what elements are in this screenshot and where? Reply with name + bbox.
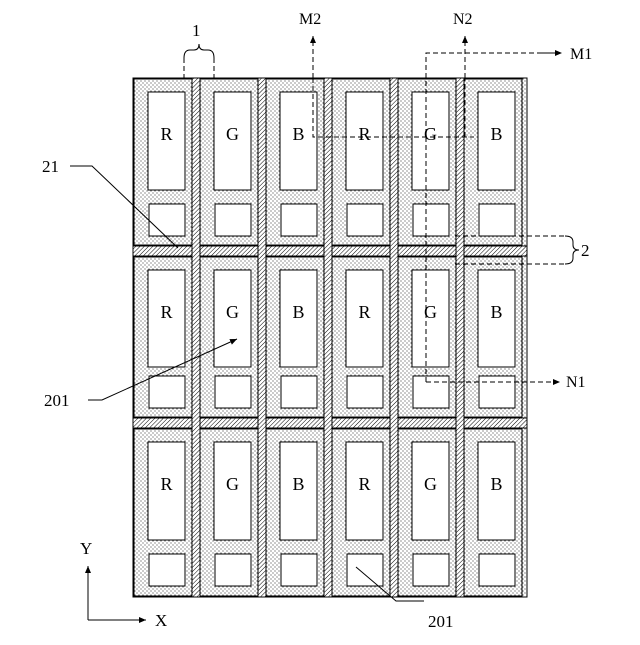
- pixel-cell: G: [200, 429, 258, 596]
- label-21: 21: [42, 157, 59, 176]
- pixel-cell: G: [200, 79, 258, 245]
- subpixel-color-label: B: [292, 302, 304, 322]
- pixel-circuit-box: [215, 376, 251, 408]
- pixel-circuit-box: [149, 204, 185, 236]
- pixel-cell: R: [332, 79, 390, 245]
- y-axis-label: Y: [80, 539, 92, 558]
- pixel-cell: R: [134, 257, 192, 417]
- pixel-cell: B: [266, 429, 324, 596]
- pixel-circuit-box: [215, 554, 251, 586]
- pixel-circuit-box: [479, 376, 515, 408]
- column-separator-5: [456, 78, 464, 597]
- label-201-left: 201: [44, 391, 70, 410]
- pixel-circuit-box: [281, 554, 317, 586]
- pixel-cell: B: [464, 429, 522, 596]
- pixel-cell: G: [398, 429, 456, 596]
- subpixel-color-label: G: [226, 302, 239, 322]
- subpixel-color-label: R: [358, 302, 370, 322]
- subpixel-color-label: G: [226, 124, 239, 144]
- pixel-circuit-box: [281, 204, 317, 236]
- subpixel-color-label: B: [490, 302, 502, 322]
- pixel-circuit-box: [347, 376, 383, 408]
- label-201-bottom: 201: [428, 612, 454, 631]
- pixel-circuit-box: [347, 554, 383, 586]
- subpixel-color-label: G: [424, 474, 437, 494]
- pixel-circuit-box: [413, 204, 449, 236]
- pixel-circuit-box: [413, 376, 449, 408]
- subpixel-color-label: B: [292, 124, 304, 144]
- pixel-cell: R: [134, 429, 192, 596]
- pixel-circuit-box: [347, 204, 383, 236]
- column-separator-4: [390, 78, 398, 597]
- pixel-cell: B: [464, 257, 522, 417]
- column-separator-1: [192, 78, 200, 597]
- pixel-circuit-box: [149, 376, 185, 408]
- x-axis-label: X: [155, 611, 167, 630]
- pixel-circuit-box: [149, 554, 185, 586]
- pixel-circuit-box: [281, 376, 317, 408]
- pixel-cell: R: [134, 79, 192, 245]
- column-separator-2: [258, 78, 266, 597]
- pixel-circuit-box: [479, 554, 515, 586]
- pixel-cell: B: [464, 79, 522, 245]
- subpixel-color-label: B: [490, 124, 502, 144]
- pixel-cell: B: [266, 257, 324, 417]
- pixel-cell: G: [398, 79, 456, 245]
- subpixel-color-label: R: [160, 124, 172, 144]
- column-separator-3: [324, 78, 332, 597]
- subpixel-color-label: G: [226, 474, 239, 494]
- pixel-circuit-box: [413, 554, 449, 586]
- section-line-m2-label: M2: [299, 11, 321, 28]
- pixel-cell: R: [332, 257, 390, 417]
- pixel-circuit-box: [215, 204, 251, 236]
- column-group-brace: [184, 44, 214, 58]
- row-group-label: 2: [581, 241, 590, 260]
- pixel-circuit-box: [479, 204, 515, 236]
- subpixel-color-label: R: [160, 302, 172, 322]
- section-line-n2-label: N2: [453, 11, 473, 28]
- subpixel-color-label: R: [160, 474, 172, 494]
- column-group-label: 1: [192, 21, 201, 40]
- row-group-brace: [565, 236, 579, 264]
- subpixel-color-label: R: [358, 474, 370, 494]
- pixel-cell: B: [266, 79, 324, 245]
- subpixel-color-label: B: [292, 474, 304, 494]
- section-line-n1-label: N1: [566, 374, 586, 391]
- section-line-m1-label: M1: [570, 46, 592, 63]
- pixel-cell: G: [200, 257, 258, 417]
- subpixel-color-label: R: [358, 124, 370, 144]
- subpixel-color-label: B: [490, 474, 502, 494]
- pixel-cell: G: [398, 257, 456, 417]
